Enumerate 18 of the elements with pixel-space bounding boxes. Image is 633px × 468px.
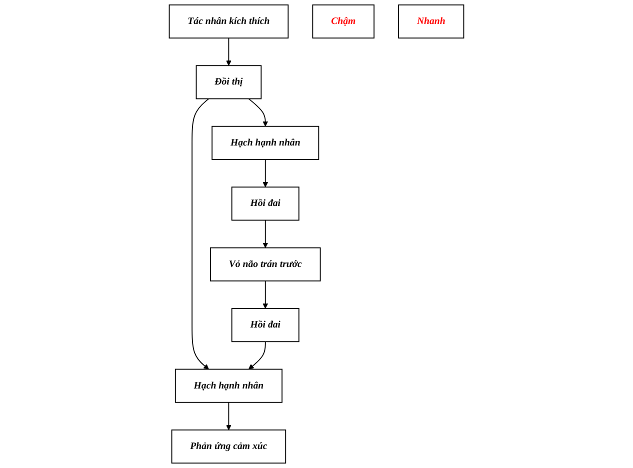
node-box: Hồi đai bbox=[231, 186, 300, 221]
node-box: Tác nhân kích thích bbox=[168, 4, 289, 38]
node-box: Hạch hạnh nhân bbox=[212, 126, 320, 160]
node-box: Nhanh bbox=[398, 4, 464, 38]
arrow bbox=[192, 98, 210, 370]
node-box: Chậm bbox=[312, 4, 374, 38]
arrow bbox=[248, 341, 266, 370]
arrow bbox=[262, 220, 268, 248]
arrow bbox=[226, 38, 232, 66]
arrow bbox=[262, 280, 268, 309]
arrow bbox=[262, 159, 268, 188]
arrow bbox=[226, 402, 232, 430]
node-box: Hồi đai bbox=[231, 308, 300, 342]
node-box: Phản ứng cảm xúc bbox=[171, 430, 286, 464]
node-box: Đồi thị bbox=[196, 65, 262, 100]
arrow bbox=[248, 98, 268, 127]
node-box: Vỏ não trán trước bbox=[210, 247, 321, 282]
node-box: Hạch hạnh nhân bbox=[174, 368, 282, 403]
